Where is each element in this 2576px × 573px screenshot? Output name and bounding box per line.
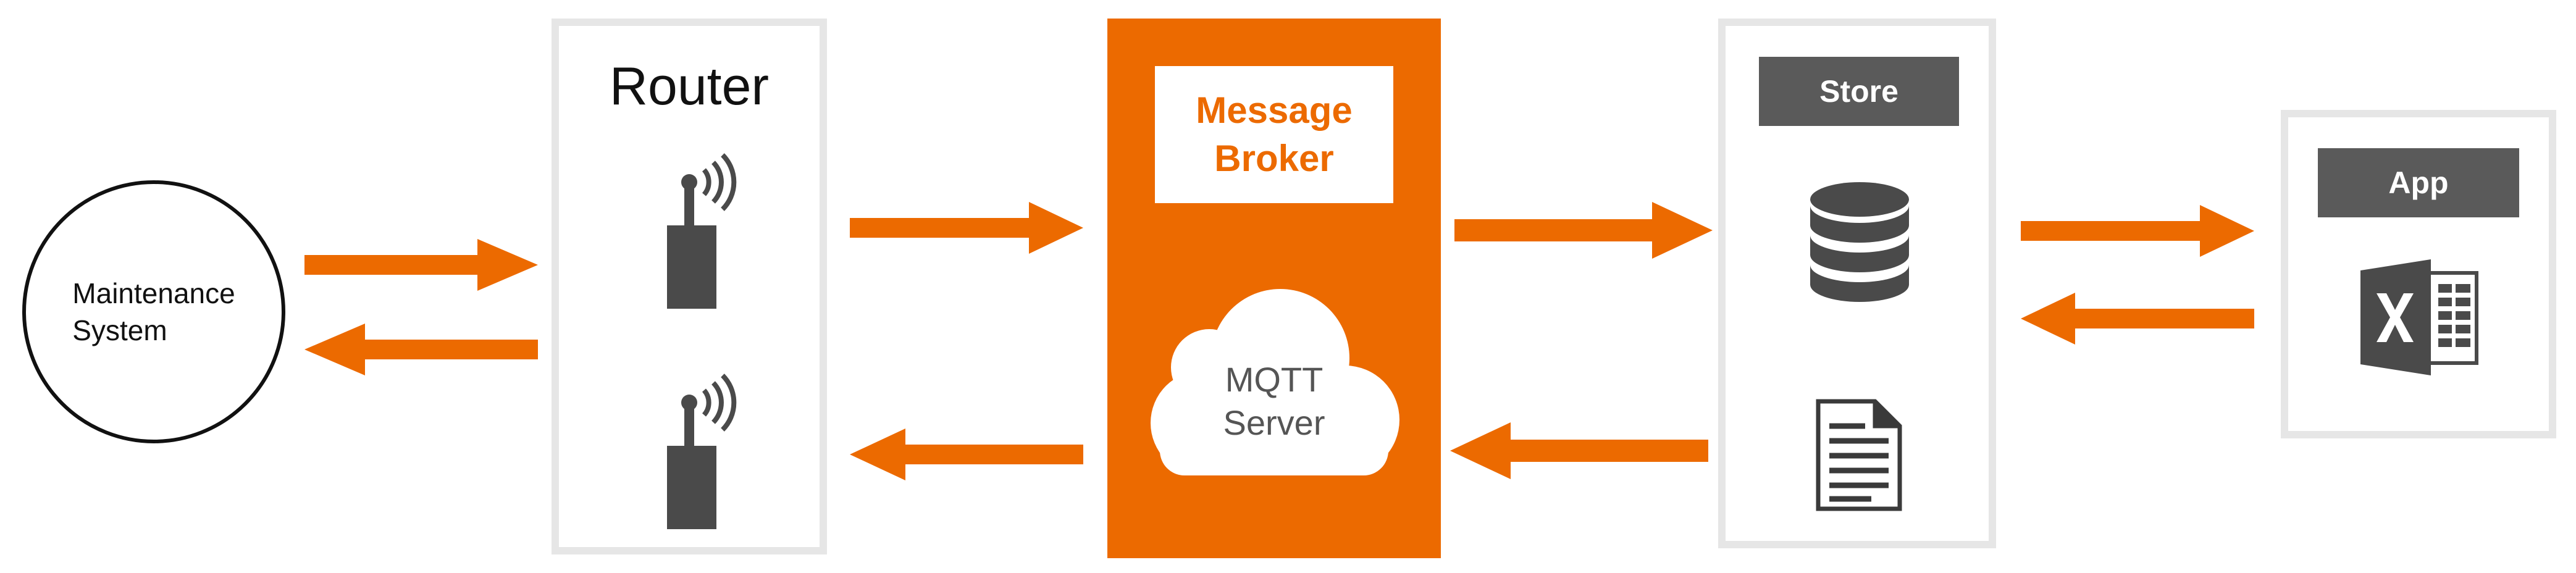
arrow-store-to-app bbox=[2021, 205, 2254, 257]
arrow-app-to-store bbox=[2021, 293, 2254, 345]
maintenance-label-line2: System bbox=[72, 314, 167, 346]
antenna-radio-icon bbox=[667, 153, 737, 309]
app-header: App bbox=[2318, 148, 2519, 217]
arrow-maintenance-to-router bbox=[304, 239, 538, 291]
arrow-router-to-maintenance bbox=[304, 324, 538, 375]
router-title: Router bbox=[609, 56, 770, 116]
cloud-icon bbox=[1151, 289, 1399, 475]
arrow-store-to-broker bbox=[1450, 422, 1708, 479]
database-icon bbox=[1810, 182, 1909, 302]
maintenance-label-line1: Maintenance bbox=[72, 277, 235, 309]
mqtt-server-label: MQTT Server bbox=[1135, 352, 1413, 451]
broker-title-line1: Message bbox=[1196, 90, 1353, 131]
document-icon bbox=[1816, 399, 1902, 511]
arrow-broker-to-store bbox=[1454, 202, 1713, 259]
antenna-radio-icon bbox=[667, 374, 737, 529]
broker-title-line2: Broker bbox=[1214, 138, 1334, 179]
message-broker-title-box: Message Broker bbox=[1155, 66, 1393, 203]
arrow-broker-to-router bbox=[850, 429, 1083, 480]
excel-icon bbox=[2360, 259, 2478, 375]
cloud-label-line1: MQTT bbox=[1225, 360, 1324, 399]
arrow-router-to-broker bbox=[850, 202, 1083, 254]
maintenance-system-node: Maintenance System bbox=[22, 180, 285, 443]
cloud-label-line2: Server bbox=[1223, 403, 1325, 442]
store-header: Store bbox=[1759, 57, 1959, 126]
